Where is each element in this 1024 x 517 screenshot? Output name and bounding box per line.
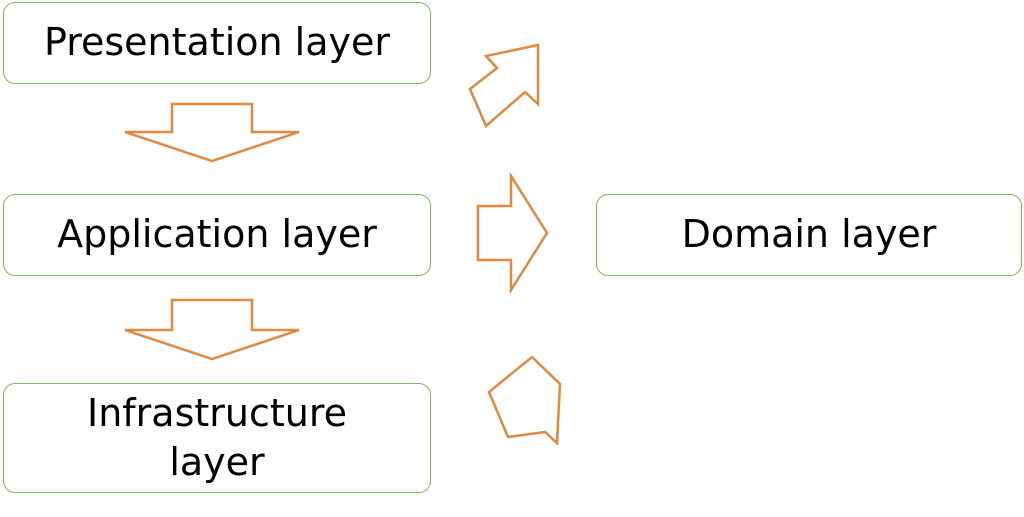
application-layer-label: Application layer xyxy=(57,212,377,257)
domain-layer-label: Domain layer xyxy=(681,212,937,257)
arrow-infrastructure-to-domain xyxy=(487,355,562,446)
arrow-presentation-to-application xyxy=(124,102,300,163)
presentation-layer-label: Presentation layer xyxy=(43,20,391,65)
infrastructure-layer-label-line2: layer xyxy=(169,440,265,484)
infrastructure-layer-label: Infrastructure layer xyxy=(87,389,347,488)
arrow-application-to-infrastructure xyxy=(124,298,300,361)
arrow-presentation-to-domain xyxy=(468,43,540,129)
domain-layer-box: Domain layer xyxy=(596,194,1022,276)
arrow-application-to-domain xyxy=(476,171,549,295)
application-layer-box: Application layer xyxy=(3,194,431,276)
infrastructure-layer-box: Infrastructure layer xyxy=(3,383,431,493)
infrastructure-layer-label-line1: Infrastructure xyxy=(86,390,348,435)
presentation-layer-box: Presentation layer xyxy=(3,2,431,84)
